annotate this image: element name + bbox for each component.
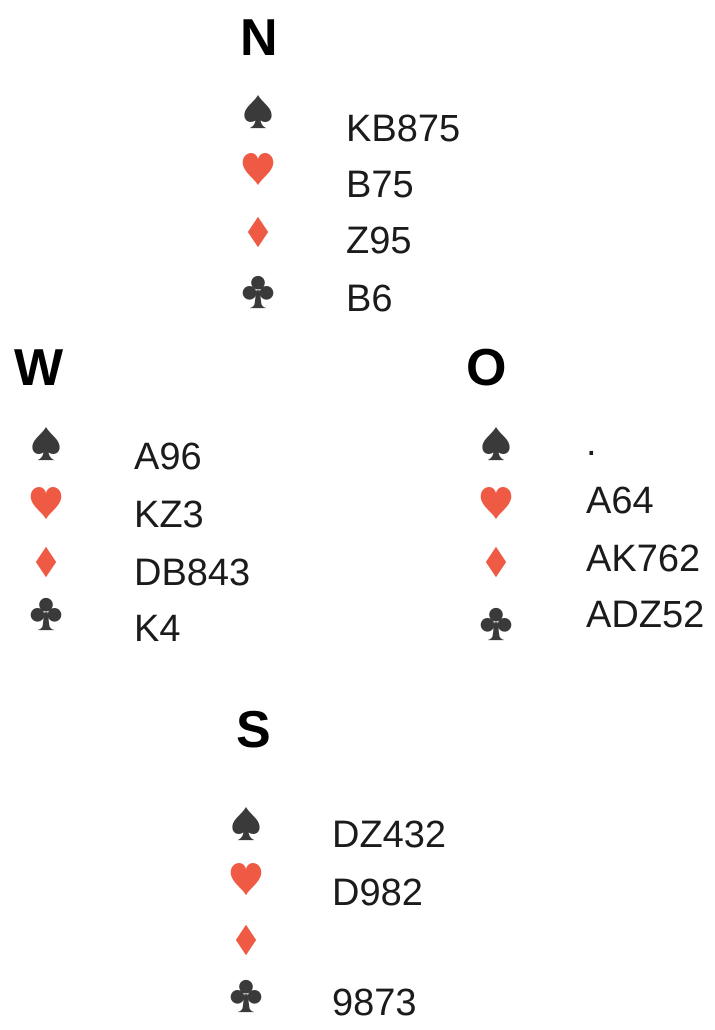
north-spades-cards: KB875 [346,108,461,150]
north-hearts-cards: B75 [346,164,414,206]
south-spades-cards: DZ432 [332,814,447,856]
club-icon [228,976,264,1016]
south-hearts-cards: D982 [332,872,423,914]
east-spades-cards: . [586,422,597,464]
spade-icon [240,92,276,132]
club-icon [478,604,514,644]
north-diamonds-cards: Z95 [346,220,412,262]
north-clubs-cards: B6 [346,278,393,320]
east-clubs-cards: ADZ52 [586,594,705,636]
club-icon [240,272,276,312]
heart-icon [478,484,514,524]
heart-icon [240,150,276,190]
diamond-icon [228,920,264,960]
east-seat-label: O [466,339,507,397]
east-diamonds-cards: AK762 [586,538,701,580]
spade-icon [478,424,514,464]
west-diamonds-cards: DB843 [134,552,251,594]
heart-icon [28,484,64,524]
north-seat-label: N [240,9,278,67]
diamond-icon [478,542,514,582]
spade-icon [28,424,64,464]
west-spades-cards: A96 [134,436,202,478]
heart-icon [228,860,264,900]
club-icon [28,594,64,634]
south-clubs-cards: 9873 [332,982,417,1024]
west-hearts-cards: KZ3 [134,494,204,536]
spade-icon [228,804,264,844]
west-seat-label: W [14,339,64,397]
south-seat-label: S [236,701,271,759]
west-clubs-cards: K4 [134,608,181,650]
east-hearts-cards: A64 [586,480,654,522]
diamond-icon [240,212,276,252]
diamond-icon [28,542,64,582]
